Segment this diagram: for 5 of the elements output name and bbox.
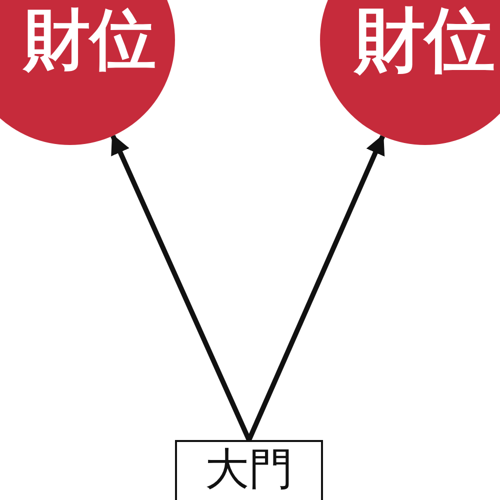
node-label: 財位	[355, 5, 495, 75]
node-label: 財位	[24, 7, 156, 73]
arrow	[246, 134, 385, 441]
arrow	[110, 134, 252, 442]
node-label: 大門	[205, 448, 293, 492]
